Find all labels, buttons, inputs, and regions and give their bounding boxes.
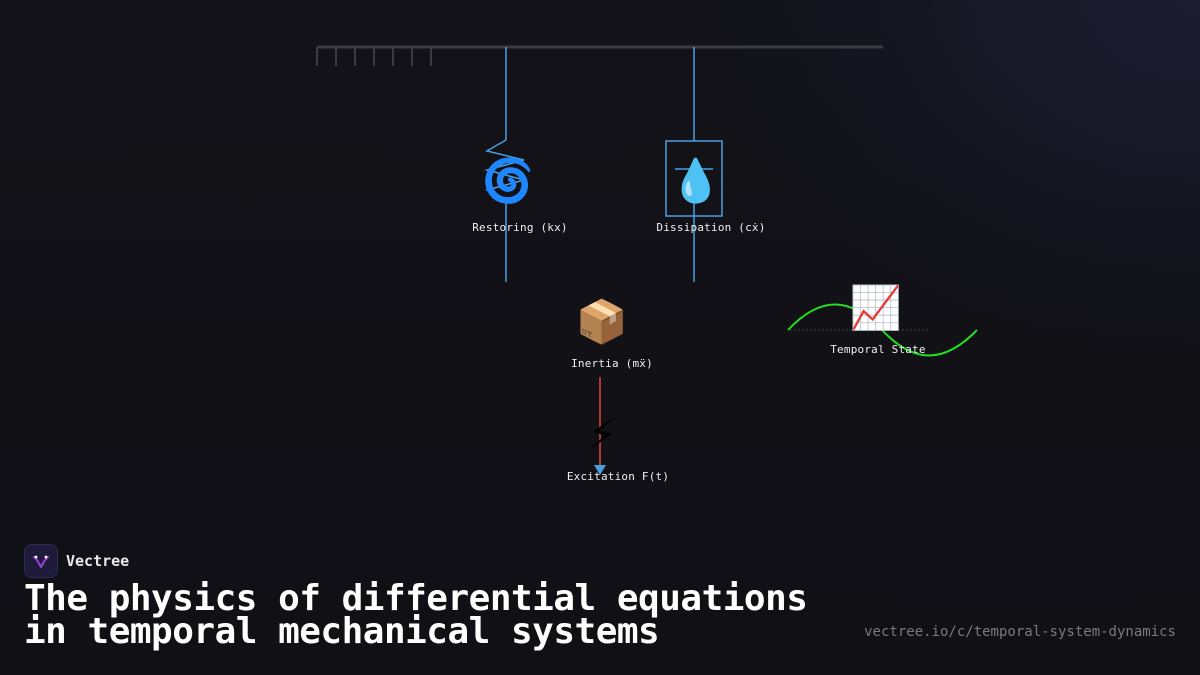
temporal-wave [787, 303, 978, 357]
inertia-label: Inertia (mẍ) [571, 357, 653, 370]
package-icon: 📦 [575, 297, 629, 346]
droplet-icon: 💧 [669, 156, 723, 205]
excitation-label: Excitation F(t) [566, 470, 670, 483]
page-title: The physics of differential equations in… [24, 578, 884, 652]
damper-element [665, 47, 723, 282]
temporal-state-label: Temporal State [830, 343, 926, 356]
brand-name: Vectree [66, 552, 130, 570]
force-arrow [594, 377, 606, 475]
cyclone-icon: 🌀 [481, 156, 535, 205]
spring-element [484, 47, 527, 282]
brand: Vectree [24, 544, 129, 578]
ceiling-support [316, 45, 883, 66]
title-line-2: in temporal mechanical systems [24, 611, 660, 652]
dissipation-label: Dissipation (cẋ) [656, 221, 766, 234]
vectree-logo-icon [24, 544, 58, 578]
source-url: vectree.io/c/temporal-system-dynamics [864, 624, 1176, 640]
chart-increasing-icon: 📈 [849, 283, 903, 332]
title-line-1: The physics of differential equations [24, 578, 808, 619]
restoring-label: Restoring (kx) [472, 221, 568, 234]
lightning-icon: ⚡ [587, 410, 617, 459]
